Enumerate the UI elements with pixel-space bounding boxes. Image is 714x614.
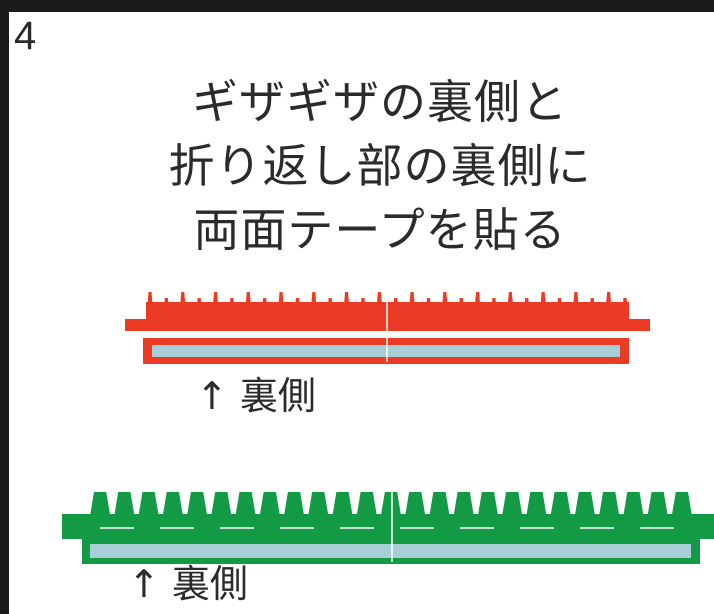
red-strip [125,290,650,364]
green-tooth [599,492,620,516]
green-tooth [259,492,280,516]
instruction-text: ギザギザの裏側と 折り返し部の裏側に 両面テープを貼る [60,70,700,262]
red-tooth [440,292,449,322]
instruction-line-2: 折り返し部の裏側に [168,139,592,193]
green-tooth [405,492,426,516]
red-tooth [555,298,564,322]
red-tooth [326,298,335,322]
green-strip [62,490,714,564]
step-number: 4 [14,14,37,58]
green-back-side-label: ↑ 裏側 [128,562,248,606]
red-tooth [604,292,613,322]
green-tooth [477,492,499,516]
red-tooth [293,298,302,322]
red-tooth [375,292,384,322]
green-tooth [574,492,596,516]
red-tooth [489,298,498,322]
green-tooth [114,492,135,516]
green-tooth [671,492,692,516]
red-tooth [539,292,548,322]
green-double-sided-tape [90,544,691,558]
green-tooth [332,492,353,516]
green-tooth [138,492,159,516]
red-tooth [244,292,253,322]
red-tooth [195,298,204,322]
red-tooth [457,298,466,322]
red-tooth [473,292,482,322]
frame-left-border [0,0,9,614]
green-tooth [502,492,523,516]
green-tooth [162,492,183,516]
green-tooth [211,492,232,516]
green-tooth [356,492,377,516]
red-tooth [391,298,400,322]
red-tooth [227,298,236,322]
red-tooth [571,292,580,322]
green-tooth [186,492,208,516]
red-tooth [408,292,417,322]
red-tooth [358,298,367,322]
red-tooth [342,292,351,322]
green-tooth [429,492,450,516]
red-tooth [260,298,269,322]
green-strip-band [62,514,714,539]
red-tooth [424,298,433,322]
green-tooth [380,492,402,516]
green-tooth [647,492,668,516]
green-tooth [308,492,329,516]
green-tooth [623,492,644,516]
green-tooth [526,492,547,516]
red-tooth [162,298,171,322]
red-tooth [178,292,187,322]
red-tooth [506,292,515,322]
red-tooth [146,292,154,322]
red-tooth [211,292,220,322]
green-tooth [453,492,474,516]
green-strip-teeth [90,492,692,516]
green-tooth [550,492,571,516]
red-tooth [621,298,629,322]
green-tooth [90,492,111,516]
red-tooth [522,298,531,322]
red-tooth [309,292,318,322]
instruction-line-1: ギザギザの裏側と [192,75,568,129]
green-tooth [235,492,256,516]
red-tooth [277,292,286,322]
green-tooth [283,492,305,516]
red-double-sided-tape [152,345,620,357]
red-tooth [588,298,597,322]
instruction-line-3: 両面テープを貼る [193,203,567,257]
frame-top-border [0,0,714,12]
red-back-side-label: ↑ 裏側 [196,374,316,418]
